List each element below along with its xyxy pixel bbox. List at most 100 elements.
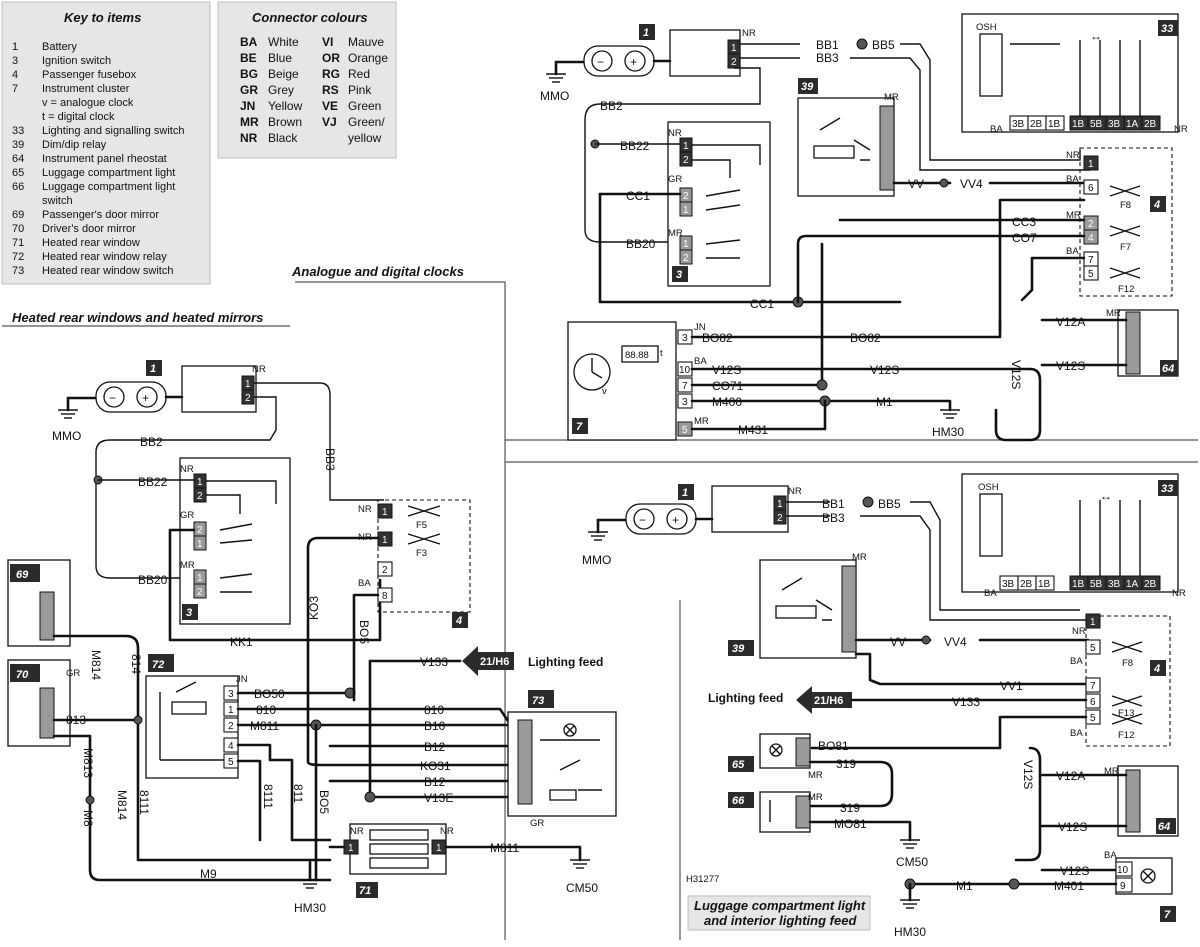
svg-text:3: 3 bbox=[682, 333, 688, 344]
conn-code: NR bbox=[668, 128, 682, 139]
tag-c39-bottom: 39 bbox=[732, 643, 745, 655]
colour-name: Pink bbox=[348, 83, 372, 97]
svg-text:1: 1 bbox=[1088, 159, 1094, 170]
conn-code: BA bbox=[990, 124, 1003, 135]
svg-text:2: 2 bbox=[228, 721, 234, 732]
tag-c64-bottom: 64 bbox=[1158, 821, 1170, 833]
colour-name: yellow bbox=[348, 131, 382, 145]
conn-code: MR bbox=[808, 792, 823, 803]
key-item-text: Heated rear window switch bbox=[42, 265, 173, 277]
conn-code: OSH bbox=[978, 482, 999, 493]
switch-pin: 3B bbox=[1108, 579, 1121, 590]
conn-code: MR bbox=[180, 560, 195, 571]
colour-name: Green/ bbox=[348, 115, 385, 129]
key-item-num: 72 bbox=[12, 251, 24, 263]
key-item-num: 39 bbox=[12, 139, 24, 151]
switch-pin: 1B bbox=[1048, 119, 1061, 130]
wire-label: V12S bbox=[870, 363, 899, 377]
colour-code: NR bbox=[240, 131, 258, 145]
switch-pin: 2B bbox=[1144, 119, 1157, 130]
key-item-text: Dim/dip relay bbox=[42, 139, 107, 151]
lighting-feed-ref: 21/H6 bbox=[480, 656, 509, 668]
conn-code: MR bbox=[668, 228, 683, 239]
ground-label: HM30 bbox=[894, 925, 926, 939]
colour-code: BE bbox=[240, 51, 257, 65]
svg-text:1: 1 bbox=[245, 379, 251, 390]
svg-text:2: 2 bbox=[245, 393, 251, 404]
conn-code: NR bbox=[350, 826, 364, 837]
svg-text:2: 2 bbox=[683, 155, 689, 166]
fuse-label: F3 bbox=[416, 548, 427, 559]
conn-code: NR bbox=[788, 486, 802, 497]
svg-text:1: 1 bbox=[382, 507, 388, 518]
tag-c39: 39 bbox=[801, 81, 814, 93]
colour-name: Black bbox=[268, 131, 298, 145]
colour-code: MR bbox=[240, 115, 259, 129]
svg-text:7: 7 bbox=[1088, 255, 1094, 266]
wire-label: CO7 bbox=[1012, 231, 1037, 245]
switch-pin: 3B bbox=[1108, 119, 1121, 130]
wire-label: BB20 bbox=[138, 573, 168, 587]
wire-label: BO5 bbox=[357, 620, 371, 644]
wire-label: BB1 bbox=[822, 497, 845, 511]
svg-text:+: + bbox=[630, 55, 637, 69]
ignition-switch-left: NR 1 2 GR 2 1 MR 1 2 3 bbox=[179, 457, 291, 625]
wire-label: 811 bbox=[291, 784, 305, 803]
key-to-items-panel: Key to items 1 Battery 3 Ignition switch… bbox=[1, 1, 211, 285]
fuse-label: F5 bbox=[416, 520, 427, 531]
tag-c71: 71 bbox=[359, 885, 371, 897]
fuse-label: F13 bbox=[1118, 708, 1134, 719]
colour-code: JN bbox=[240, 99, 255, 113]
instrument-cluster-top: 7 v 88.88 t 3 10 7 3 5 JN BA MR bbox=[567, 321, 709, 441]
conn-code: MR bbox=[1106, 308, 1121, 319]
tag-c7-bottom: 7 bbox=[1164, 909, 1171, 921]
tag-c4: 4 bbox=[1153, 199, 1160, 211]
luggage-light: 65 MR bbox=[728, 733, 823, 781]
switch-pin: 1B bbox=[1072, 119, 1085, 130]
switch-pin: 1B bbox=[1038, 579, 1051, 590]
conn-code: MR bbox=[852, 552, 867, 563]
conn-code: NR bbox=[180, 464, 194, 475]
colour-name: Orange bbox=[348, 51, 388, 65]
conn-code: BA bbox=[1066, 246, 1079, 257]
connector-colours-panel: Connector colours BA White BE Blue BG Be… bbox=[217, 1, 397, 159]
wire-label: BB2 bbox=[600, 99, 623, 113]
wire-label: BB20 bbox=[626, 237, 656, 251]
conn-code: NR bbox=[742, 28, 756, 39]
switch-pin: 5B bbox=[1090, 119, 1103, 130]
heated-window-relay: 72 3 1 2 4 5 JN bbox=[145, 654, 248, 779]
wire-label: VV1 bbox=[1000, 679, 1023, 693]
key-item-text: Lighting and signalling switch bbox=[42, 125, 184, 137]
tag-c3-left: 3 bbox=[186, 607, 192, 619]
wire-label: M811 bbox=[250, 719, 279, 733]
svg-text:+: + bbox=[672, 513, 679, 527]
svg-text:1: 1 bbox=[683, 205, 689, 216]
conn-code: BA bbox=[1104, 850, 1117, 861]
wire-label: V133 bbox=[952, 695, 980, 709]
key-item-text: Instrument cluster bbox=[42, 83, 130, 95]
clock-v: v bbox=[602, 386, 607, 397]
luggage-light-switch: 66 MR bbox=[728, 791, 823, 833]
tag-c4-left: 4 bbox=[455, 615, 462, 627]
tag-c72: 72 bbox=[152, 659, 164, 671]
fuse-label: F7 bbox=[1120, 242, 1131, 253]
switch-pin: 2B bbox=[1144, 579, 1157, 590]
conn-code: BA bbox=[1066, 174, 1079, 185]
colour-code: GR bbox=[240, 83, 258, 97]
wire-label: VV bbox=[890, 635, 906, 649]
conn-code: MR bbox=[694, 416, 709, 427]
colour-code: RS bbox=[322, 83, 339, 97]
key-item-text: Luggage compartment light bbox=[42, 167, 175, 179]
ground-mmo-left: MMO bbox=[52, 396, 81, 443]
ground-label: HM30 bbox=[294, 901, 326, 915]
svg-text:7: 7 bbox=[1090, 681, 1096, 692]
svg-text:7: 7 bbox=[682, 381, 688, 392]
dim-dip-relay-top: 39 MR bbox=[797, 78, 899, 197]
tag-c33: 33 bbox=[1161, 23, 1173, 35]
key-item-text: Heated rear window bbox=[42, 237, 140, 249]
fuse-label: F12 bbox=[1118, 730, 1134, 741]
conn-code: OSH bbox=[976, 22, 997, 33]
wire-label: M400 bbox=[712, 395, 742, 409]
svg-text:6: 6 bbox=[1088, 183, 1094, 194]
luggage-diagram: − + 1 1 2 NR MMO BB1 BB5 BB3 33 OSH bbox=[582, 473, 1186, 939]
